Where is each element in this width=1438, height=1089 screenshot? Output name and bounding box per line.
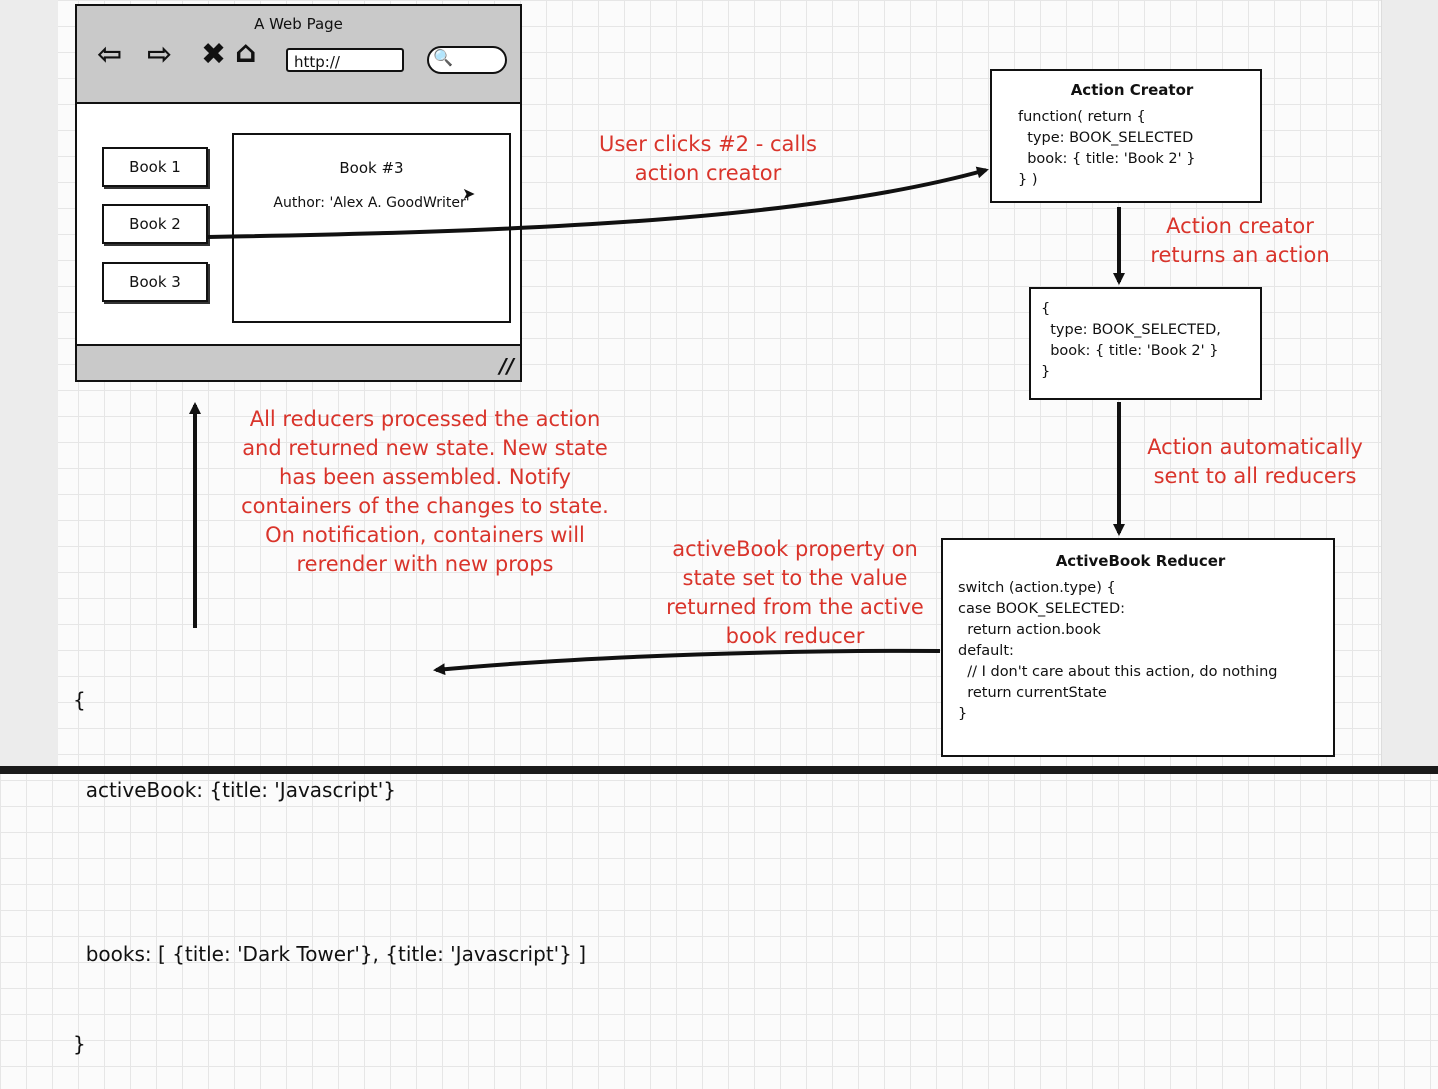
- resize-grip-icon[interactable]: //: [499, 354, 514, 378]
- annotation-line: All reducers processed the action: [249, 407, 601, 431]
- annotation-line: Action creator: [1166, 214, 1314, 238]
- book-1-button[interactable]: Book 1: [102, 147, 208, 187]
- code-line: {: [1041, 301, 1051, 317]
- code-line: } ): [1018, 172, 1038, 188]
- annotation-line: containers of the changes to state.: [241, 494, 609, 518]
- action-object-box: { type: BOOK_SELECTED, book: { title: 'B…: [1029, 287, 1262, 400]
- home-icon[interactable]: ⌂: [235, 35, 257, 70]
- annotation-line: User clicks #2 - calls: [599, 132, 817, 156]
- browser-toolbar: A Web Page ⇦ ⇨ ✖ ⌂ http:// 🔍: [77, 6, 520, 104]
- browser-statusbar: //: [77, 344, 520, 380]
- annotation-line: and returned new state. New state: [242, 436, 608, 460]
- annotation-line: returned from the active: [666, 595, 924, 619]
- bottom-edge: [0, 766, 1438, 774]
- state-line: }: [73, 1032, 86, 1056]
- state-line: {: [73, 688, 86, 712]
- annotation-active-book-set: activeBook property on state set to the …: [650, 535, 940, 651]
- browser-mockup: A Web Page ⇦ ⇨ ✖ ⌂ http:// 🔍 Book 1 Book…: [75, 4, 522, 382]
- annotation-sent-to-reducers: Action automatically sent to all reducer…: [1130, 433, 1380, 491]
- state-line: books: [ {title: 'Dark Tower'}, {title: …: [73, 942, 587, 966]
- active-book-reducer-box: ActiveBook Reducer switch (action.type) …: [941, 538, 1335, 757]
- code-line: return currentState: [958, 685, 1107, 701]
- code-line: return action.book: [958, 622, 1101, 638]
- code-line: switch (action.type) {: [958, 580, 1116, 596]
- annotation-line: sent to all reducers: [1153, 464, 1357, 488]
- annotation-line: On notification, containers will: [265, 523, 585, 547]
- search-icon: 🔍: [433, 48, 453, 67]
- back-arrow-icon[interactable]: ⇦: [97, 37, 123, 72]
- book-2-button[interactable]: Book 2: [102, 204, 208, 244]
- code-line: default:: [958, 643, 1014, 659]
- annotation-line: book reducer: [725, 624, 865, 648]
- annotation-returns-action: Action creator returns an action: [1130, 212, 1350, 270]
- code-line: case BOOK_SELECTED:: [958, 601, 1126, 617]
- code-line: type: BOOK_SELECTED,: [1041, 322, 1221, 338]
- arrow-reducer-to-state: [433, 648, 941, 676]
- code-line: function( return {: [1018, 109, 1146, 125]
- annotation-user-clicks: User clicks #2 - calls action creator: [568, 130, 848, 188]
- code-line: }: [958, 706, 968, 722]
- arrow-book2-to-action-creator: [207, 166, 989, 239]
- action-creator-title: Action Creator: [1070, 81, 1194, 99]
- state-spacer: [73, 865, 586, 879]
- annotation-reducers-processed: All reducers processed the action and re…: [215, 405, 635, 579]
- code-line: // I don't care about this action, do no…: [958, 664, 1278, 680]
- code-line: book: { title: 'Book 2' }: [1041, 343, 1219, 359]
- action-creator-box: Action Creator function( return { type: …: [990, 69, 1262, 203]
- right-margin: [1381, 0, 1438, 774]
- book-3-button[interactable]: Book 3: [102, 262, 208, 302]
- reducer-title: ActiveBook Reducer: [1055, 552, 1226, 570]
- annotation-line: state set to the value: [682, 566, 908, 590]
- annotation-line: has been assembled. Notify: [279, 465, 571, 489]
- annotation-line: action creator: [634, 161, 782, 185]
- close-icon[interactable]: ✖: [201, 37, 227, 72]
- code-line: }: [1041, 364, 1051, 380]
- search-field[interactable]: 🔍: [427, 46, 507, 74]
- mouse-cursor-icon: ➤: [462, 184, 476, 203]
- code-line: type: BOOK_SELECTED: [1018, 130, 1194, 146]
- annotation-line: rerender with new props: [296, 552, 554, 576]
- state-line: activeBook: {title: 'Javascript'}: [73, 778, 396, 802]
- annotation-line: activeBook property on: [672, 537, 918, 561]
- book-detail-panel: Book #3 Author: 'Alex A. GoodWriter': [232, 133, 511, 323]
- book-detail-author: Author: 'Alex A. GoodWriter': [273, 195, 470, 211]
- code-line: book: { title: 'Book 2' }: [1018, 151, 1196, 167]
- forward-arrow-icon[interactable]: ⇨: [147, 37, 173, 72]
- annotation-line: returns an action: [1150, 243, 1330, 267]
- window-title: A Web Page: [254, 15, 343, 33]
- left-margin: [0, 0, 58, 774]
- annotation-line: Action automatically: [1147, 435, 1363, 459]
- url-field[interactable]: http://: [286, 48, 404, 72]
- book-detail-title: Book #3: [339, 159, 404, 177]
- flow-arrows: [189, 166, 1125, 676]
